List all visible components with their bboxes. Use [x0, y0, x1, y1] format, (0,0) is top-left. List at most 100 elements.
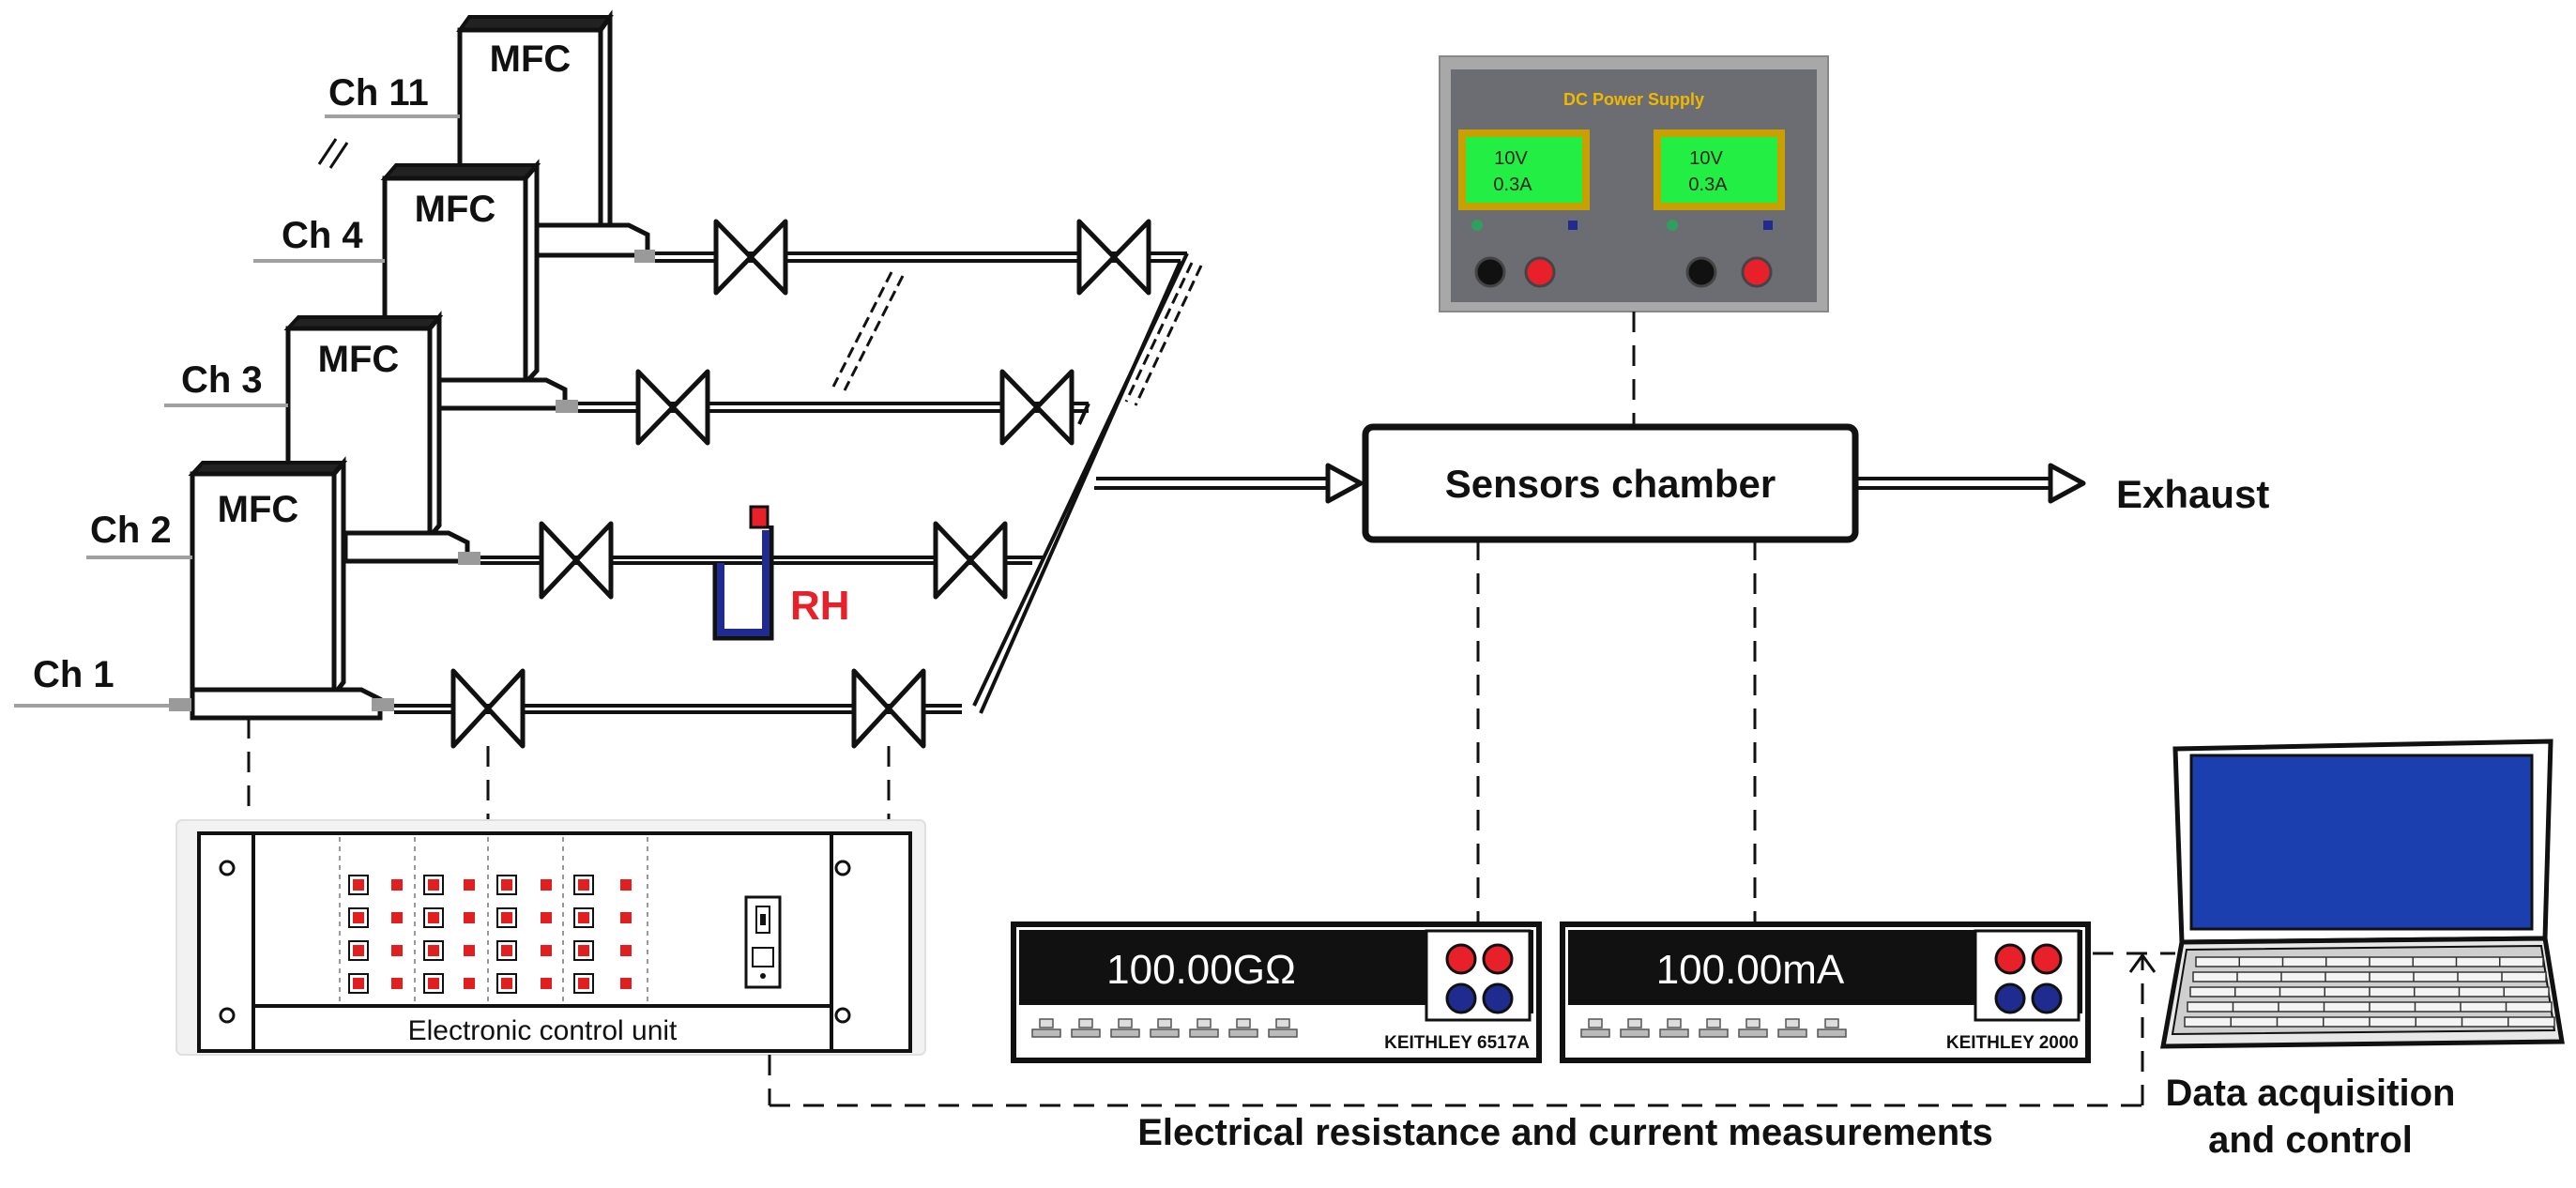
meter-key [1817, 1028, 1847, 1038]
meter-key-top [1627, 1018, 1642, 1028]
psu-terminal-red-left [1524, 256, 1556, 288]
valve-ch3-b [933, 521, 973, 600]
ecu-button [541, 978, 552, 989]
channel-inputs: Ch 1 Ch 2 Ch 3 Ch 4 Ch 11 [14, 72, 460, 708]
ecu-button [501, 978, 512, 989]
channel-label-ch1: Ch 1 [33, 654, 114, 695]
meter-key-top [1118, 1018, 1133, 1028]
ecu-button [578, 945, 589, 956]
multimeter-model: KEITHLEY 2000 [1946, 1033, 2079, 1053]
multimeter-keypad [1580, 1018, 1847, 1038]
ecu-button [353, 912, 364, 923]
meter-key-top [1157, 1018, 1172, 1028]
valve-ch11-a [713, 219, 754, 296]
channel-label-ch2: Ch 2 [90, 510, 172, 551]
exhaust-label: Exhaust [2116, 472, 2269, 516]
meter-key [1738, 1028, 1768, 1038]
electrometer-model: KEITHLEY 6517A [1384, 1033, 1530, 1053]
sensors-chamber-label: Sensors chamber [1445, 462, 1776, 506]
laptop-computer [2160, 739, 2565, 1049]
ecu-button [428, 978, 439, 989]
psu-terminal-red-right [1741, 256, 1773, 288]
control-unit-label: Electronic control unit [408, 1015, 678, 1046]
multimeter-keithley-2000: 100.00mA KEITHLEY 2000 [1560, 921, 2091, 1063]
ecu-button [541, 879, 552, 891]
mfc-ch4-label: MFC [415, 189, 496, 230]
psu-terminal-black-left [1474, 256, 1506, 288]
psu-title: DC Power Supply [1563, 90, 1704, 109]
channel-label-ch4: Ch 4 [282, 215, 363, 256]
laptop-screen [2189, 754, 2534, 931]
meter-key [1659, 1028, 1689, 1038]
ecu-button [501, 912, 512, 923]
ecu-button [501, 945, 512, 956]
meter-key-top [1667, 1018, 1682, 1028]
daq-caption-line1: Data acquisition [2166, 1073, 2456, 1114]
meter-key [1110, 1028, 1140, 1038]
ecu-button [428, 945, 439, 956]
rh-label: RH [790, 583, 850, 629]
valve-ch4-b [999, 369, 1040, 446]
meter-key-top [1275, 1018, 1290, 1028]
mfc-ch3-label: MFC [318, 339, 400, 380]
ecu-button [620, 945, 632, 956]
psu-left-voltage: 10V [1494, 148, 1528, 169]
valve-ch4-a [635, 369, 676, 446]
ecu-button [620, 879, 632, 891]
meter-key [1189, 1028, 1219, 1038]
ecu-button [620, 912, 632, 923]
mfc-ch2-label: MFC [218, 489, 299, 530]
data-bus [768, 952, 2175, 1107]
electrometer-reading: 100.00GΩ [1106, 947, 1296, 993]
multimeter-reading: 100.00mA [1656, 947, 1845, 993]
psu-right-current: 0.3A [1688, 175, 1728, 195]
meter-key [1228, 1028, 1258, 1038]
ecu-button [353, 945, 364, 956]
ecu-button [464, 912, 475, 923]
psu-right-voltage: 10V [1689, 148, 1723, 169]
ecu-button [391, 945, 403, 956]
meter-key [1071, 1028, 1101, 1038]
ecu-button [501, 879, 512, 891]
meter-key-top [1197, 1018, 1212, 1028]
ecu-button [541, 945, 552, 956]
meter-key-top [1078, 1018, 1093, 1028]
ecu-button [428, 912, 439, 923]
ecu-button [391, 912, 403, 923]
sensors-chamber: Sensors chamber [1362, 423, 1859, 543]
meter-key-top [1706, 1018, 1721, 1028]
valve-ch1-a [450, 668, 491, 749]
meter-key-top [1785, 1018, 1800, 1028]
rh-humidity-probe: RH [712, 505, 850, 641]
channel-label-ch3: Ch 3 [181, 359, 263, 401]
valve-ch3-a [539, 521, 579, 600]
meter-key-top [1588, 1018, 1603, 1028]
ecu-button [391, 879, 403, 891]
meter-key-top [1745, 1018, 1761, 1028]
ecu-button [353, 879, 364, 891]
meter-key [1580, 1028, 1610, 1038]
valve-ch11-b [1076, 219, 1117, 296]
laptop-keyboard [2184, 956, 2555, 1028]
meter-key [1031, 1028, 1061, 1038]
channel-label-ch11: Ch 11 [328, 72, 429, 114]
meter-key-top [1236, 1018, 1251, 1028]
psu-left-current: 0.3A [1493, 175, 1532, 195]
electrometer-keypad [1031, 1018, 1298, 1038]
ecu-button [353, 978, 364, 989]
ecu-button [541, 912, 552, 923]
measurements-caption: Electrical resistance and current measur… [1137, 1112, 1993, 1153]
ecu-button [391, 978, 403, 989]
meter-key [1268, 1028, 1298, 1038]
valve-ch1-b [851, 668, 892, 749]
valves [450, 219, 1151, 749]
ecu-button [578, 978, 589, 989]
ecu-button [578, 879, 589, 891]
ecu-button-matrix [348, 875, 632, 994]
meter-key [1699, 1028, 1729, 1038]
meter-key-top [1824, 1018, 1839, 1028]
meter-key-top [1039, 1018, 1054, 1028]
ecu-button [428, 879, 439, 891]
mfc-ch2: MFC [169, 456, 394, 721]
